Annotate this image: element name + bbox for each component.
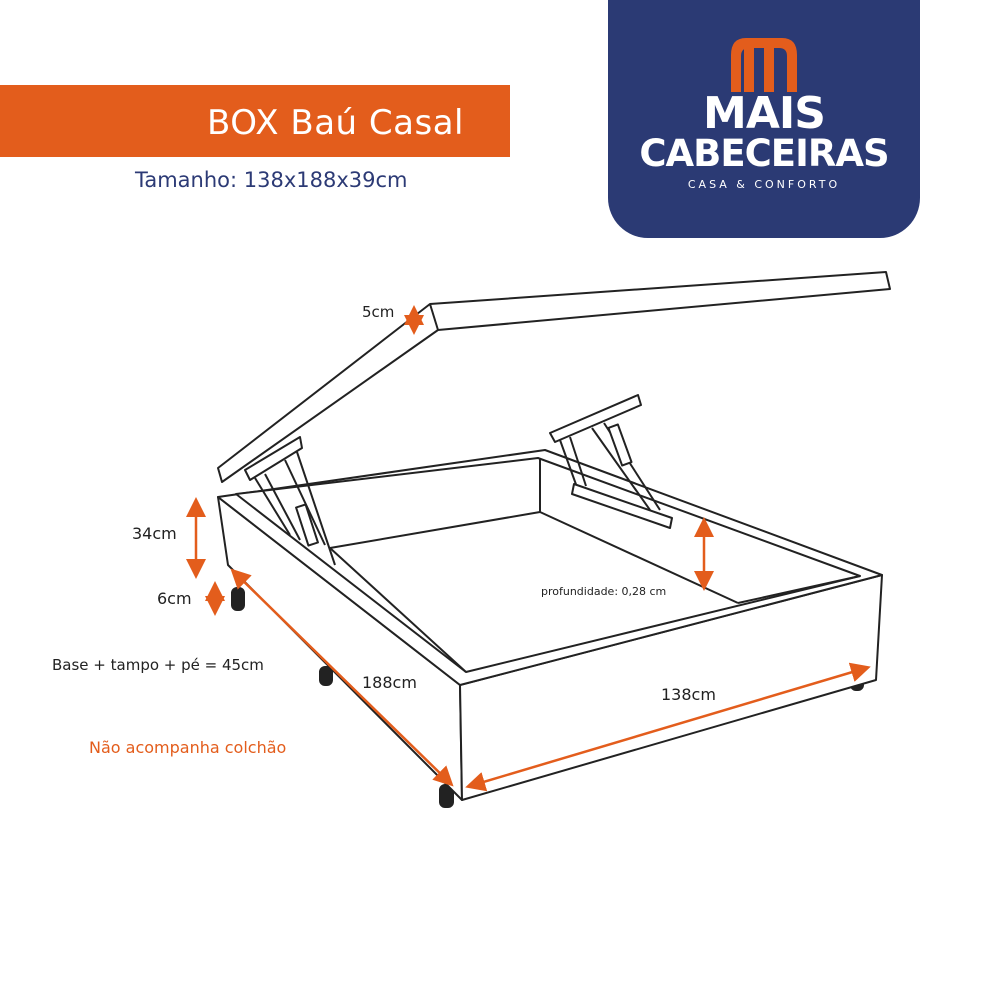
logo-tagline: CASA & CONFORTO xyxy=(687,178,841,191)
bed-lid xyxy=(217,271,891,483)
dimension-arrows xyxy=(186,305,871,792)
bed-base xyxy=(217,449,883,801)
lid-height-label: 5cm xyxy=(362,303,395,321)
product-title: BOX Baú Casal xyxy=(206,103,464,143)
feet-height-label: 6cm xyxy=(157,589,192,608)
depth-label: profundidade: 0,28 cm xyxy=(541,585,667,598)
logo-line1: MAIS xyxy=(703,88,826,139)
width-label: 138cm xyxy=(661,685,716,704)
total-height-label: Base + tampo + pé = 45cm xyxy=(52,656,264,674)
title-banner: BOX Baú Casal xyxy=(0,85,510,157)
mattress-note: Não acompanha colchão xyxy=(89,738,287,757)
logo-m-icon xyxy=(731,38,797,92)
brand-logo: MAIS CABECEIRAS CASA & CONFORTO xyxy=(608,0,920,238)
lift-mechanism xyxy=(244,394,673,566)
logo-line2: CABECEIRAS xyxy=(639,132,889,175)
product-size: Tamanho: 138x188x39cm xyxy=(135,168,408,192)
length-label: 188cm xyxy=(362,673,417,692)
base-height-label: 34cm xyxy=(132,524,177,543)
